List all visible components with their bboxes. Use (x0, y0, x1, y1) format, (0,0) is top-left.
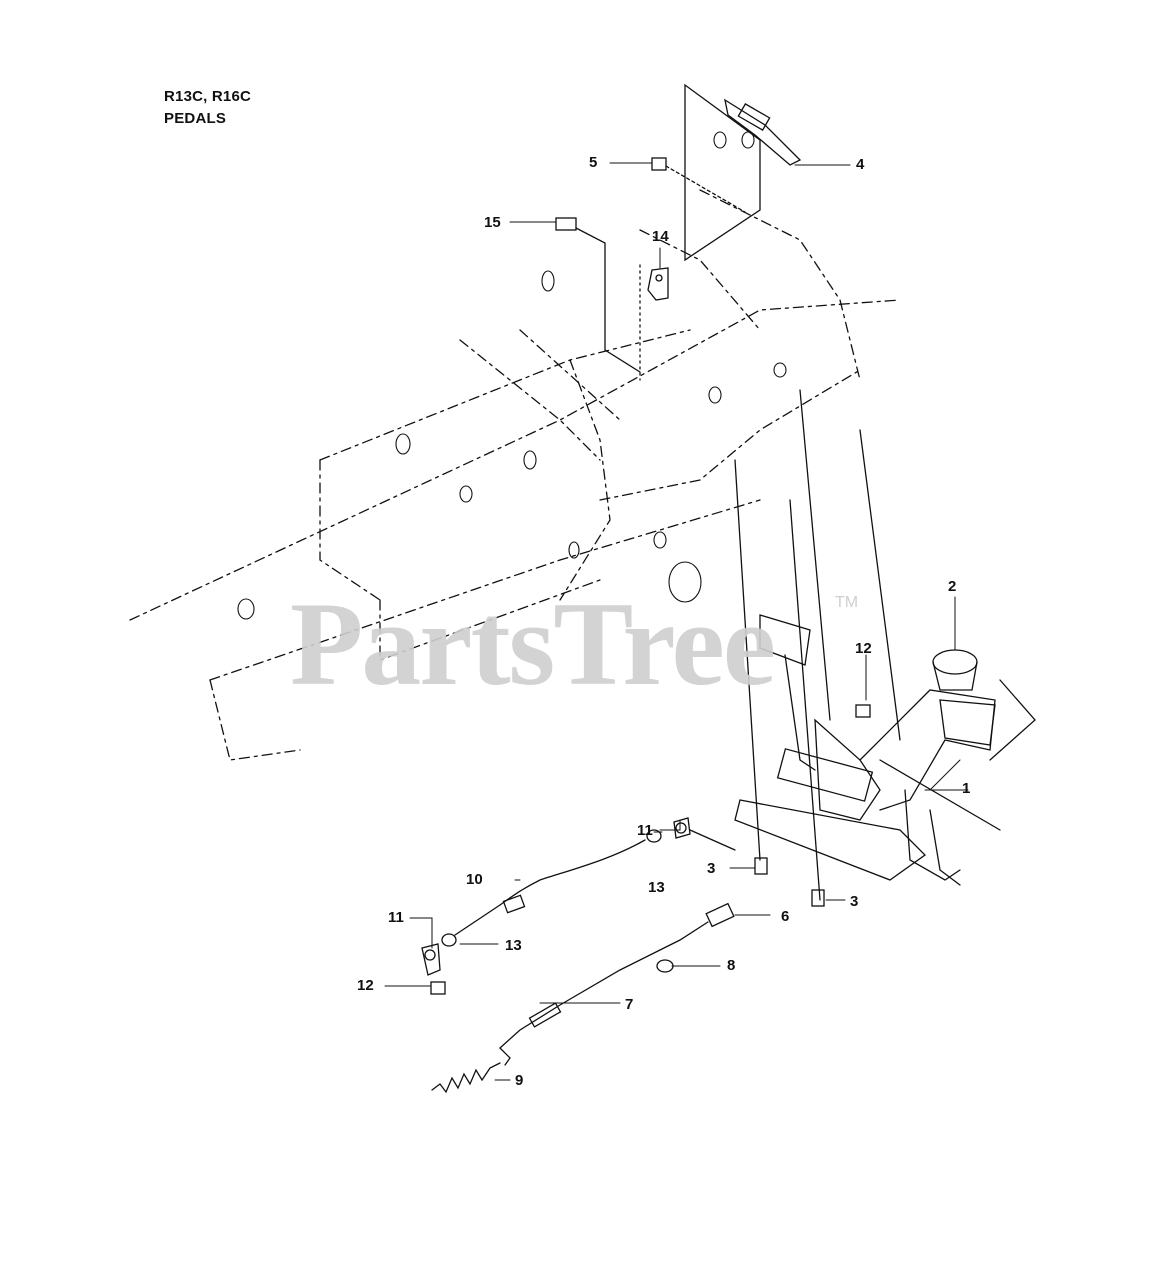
callout-11-lower: 11 (388, 909, 404, 926)
frame-holes (237, 131, 787, 620)
part-1-pedal-assembly (734, 614, 1001, 886)
part-2-pedal-pad (932, 649, 1036, 761)
callout-5: 5 (589, 154, 598, 171)
part-15-bolt (555, 217, 641, 373)
callout-8: 8 (727, 957, 736, 974)
part-13-nut-lower (441, 933, 457, 947)
callout-7: 7 (625, 996, 634, 1013)
section-title: PEDALS (164, 110, 227, 127)
callout-2: 2 (948, 578, 957, 595)
part-14-clip (639, 264, 669, 381)
part-5-bolt (651, 157, 746, 213)
part-3-bolt-left (754, 857, 768, 875)
watermark-trademark: TM (835, 594, 859, 611)
part-3-bolt-right (811, 889, 825, 907)
callout-12-upper: 12 (855, 640, 872, 657)
mounting-leaders (734, 389, 901, 901)
model-title: R13C, R16C (164, 88, 252, 105)
part-13-nut-upper (646, 829, 662, 843)
callout-1: 1 (962, 780, 971, 797)
callout-11-upper: 11 (637, 822, 653, 839)
callout-14: 14 (652, 228, 669, 245)
callout-15: 15 (484, 214, 501, 231)
part-8-clip (656, 959, 674, 973)
part-9-spring (431, 1062, 501, 1094)
watermark-brand: PartsTree (290, 577, 776, 710)
callout-4: 4 (856, 156, 865, 173)
part-7-cable (499, 949, 661, 1066)
callout-6: 6 (781, 908, 790, 925)
tractor-frame (129, 189, 901, 761)
part-4-bracket (684, 83, 802, 262)
callout-3-right: 3 (850, 893, 859, 910)
callout-12-lower: 12 (357, 977, 374, 994)
part-11-ball-joint-lower (421, 943, 441, 976)
part-6-fitting (659, 902, 735, 951)
callout-13-lower: 13 (505, 937, 522, 954)
callout-9: 9 (515, 1072, 524, 1089)
part-11-ball-joint-upper (673, 817, 736, 851)
part-10-cable (454, 839, 646, 936)
part-12-nut-lower (430, 981, 446, 995)
callout-13-upper: 13 (648, 879, 665, 896)
leader-lines (384, 162, 969, 1081)
callout-3-left: 3 (707, 860, 716, 877)
part-12-nut-upper (855, 704, 871, 718)
callout-10: 10 (466, 871, 483, 888)
